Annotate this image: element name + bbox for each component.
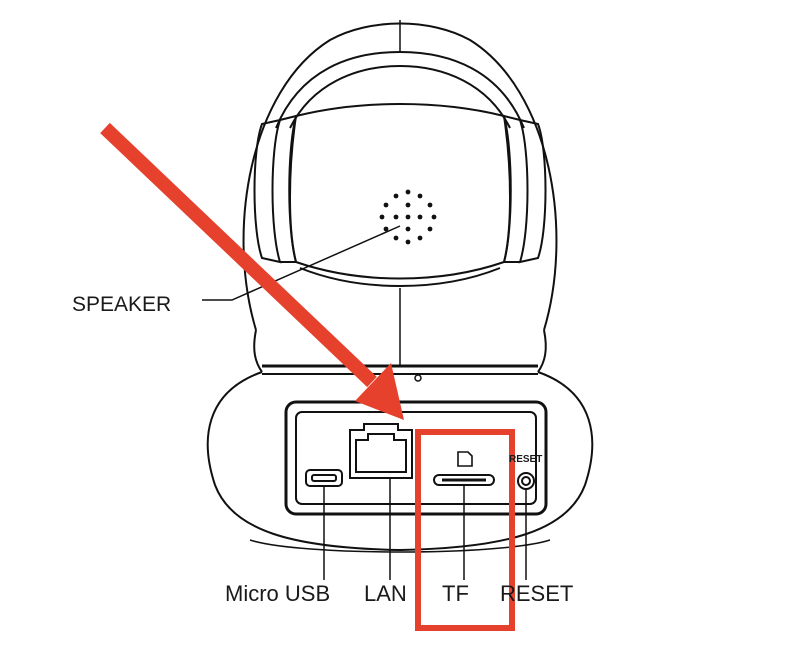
indicator-hole: [414, 374, 422, 382]
tf-slot: [433, 451, 495, 486]
label-lan: LAN: [364, 581, 407, 606]
micro-usb-port: [305, 469, 343, 487]
face-plate: [289, 103, 511, 287]
camera-head: [242, 20, 558, 375]
camera-base: [206, 371, 594, 553]
red-arrow: [100, 122, 404, 420]
label-reset-panel: RESET: [509, 454, 542, 465]
speaker-grille: [379, 189, 437, 245]
label-tf: TF: [442, 581, 469, 606]
tf-highlight-box: [415, 429, 515, 631]
speaker-leader-line: [202, 225, 401, 301]
lan-port: [349, 423, 413, 479]
sd-card-icon: [457, 451, 473, 467]
label-speaker: SPEAKER: [72, 293, 171, 316]
port-leader-lines: [323, 478, 527, 580]
reset-pinhole: [517, 472, 535, 490]
label-micro-usb: Micro USB: [225, 581, 330, 606]
label-reset: RESET: [500, 581, 573, 606]
